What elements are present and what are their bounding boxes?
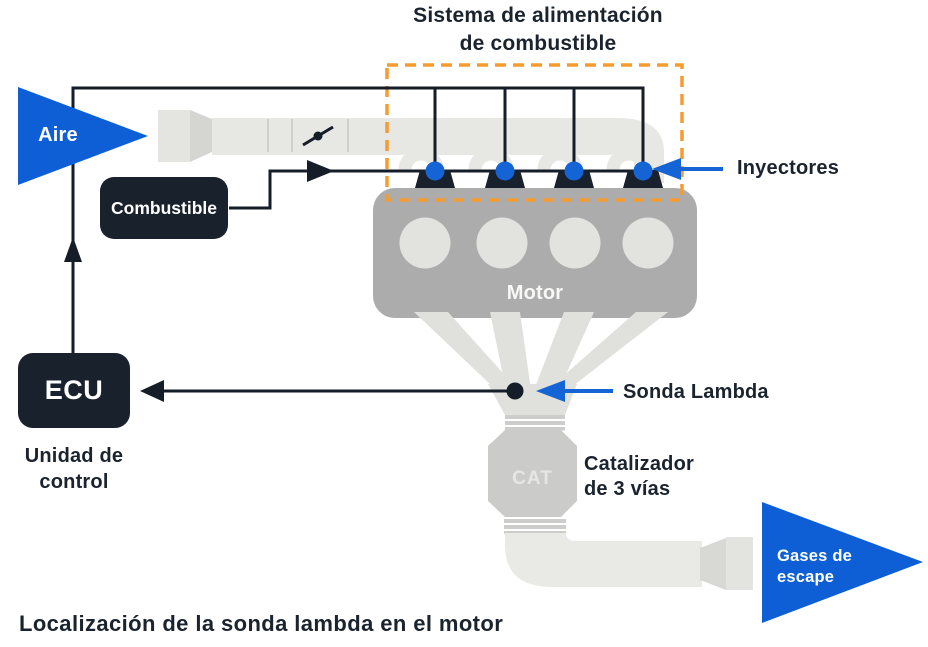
arrow-left-icon [140, 380, 164, 402]
flex-rib [505, 415, 565, 419]
air-inlet [158, 110, 190, 162]
cylinder [622, 217, 674, 269]
injector-valve-dot [425, 161, 445, 181]
flex-rib [505, 421, 565, 425]
exhaust-runner [490, 312, 531, 390]
air-flow-triangle-icon [18, 87, 148, 185]
tailpipe-cone [700, 538, 726, 590]
exhaust-flow-triangle-icon [762, 502, 923, 623]
ecu-node-box: ECU [18, 353, 130, 428]
exhaust-runner [414, 312, 520, 392]
flex-joint-upper [505, 415, 565, 431]
cylinder [476, 217, 528, 269]
exhaust-runner [534, 312, 594, 390]
engine-block [373, 188, 697, 318]
exhaust-runner [545, 312, 668, 392]
tailpipe-tip [726, 537, 753, 590]
throttle-axle [313, 131, 323, 141]
catalytic-converter [488, 430, 577, 517]
flex-rib [504, 531, 566, 534]
injector-valve-dot [633, 161, 653, 181]
flex-rib [504, 525, 566, 529]
catalyst-callout-label: Catalizador de 3 vías [584, 453, 695, 500]
fuel-system-dashed-outline [385, 63, 684, 202]
callout-arrows [536, 158, 723, 402]
lambda-sensor-dot-icon [506, 382, 524, 400]
fuel-node-box: Combustible [100, 177, 228, 239]
air-label: Aire [38, 124, 78, 146]
catalyst-box-label: CAT [512, 468, 553, 489]
exhaust-system [414, 312, 753, 590]
arrow-left-icon [652, 158, 681, 180]
flex-rib [504, 519, 566, 523]
arrow-right-icon [307, 160, 334, 182]
injectors [415, 161, 663, 188]
air-inlet-cone [190, 110, 212, 162]
ecu-subtitle: Unidad de control [24, 445, 124, 493]
flex-joint-lower [504, 519, 566, 534]
cylinder [549, 217, 601, 269]
injector-valve-dot [564, 161, 584, 181]
ecu-to-injector-rail-wire [71, 86, 645, 354]
engine-body [373, 188, 697, 318]
exhaust-gases-label: Gases de escape [777, 547, 852, 586]
flex-rib [505, 427, 565, 431]
arrow-left-icon [536, 380, 565, 402]
fuel-line [229, 169, 645, 210]
fuel-node-label: Combustible [111, 197, 217, 218]
intake-manifold [212, 118, 664, 183]
engine-label: Motor [506, 282, 564, 304]
ecu-node-label: ECU [44, 375, 104, 405]
throttle-valve-icon [302, 125, 334, 147]
injectors-callout-label: Inyectores [737, 157, 840, 179]
injector-valve-dot [495, 161, 515, 181]
diagram-title: Sistema de alimentación de combustible [413, 4, 663, 55]
lambda-callout-label: Sonda Lambda [623, 381, 769, 403]
exhaust-pipe-elbow [505, 533, 702, 587]
control-wiring [71, 86, 645, 393]
arrow-up-icon [64, 237, 82, 262]
figure-caption: Localización de la sonda lambda en el mo… [19, 611, 504, 636]
cylinder [399, 217, 451, 269]
